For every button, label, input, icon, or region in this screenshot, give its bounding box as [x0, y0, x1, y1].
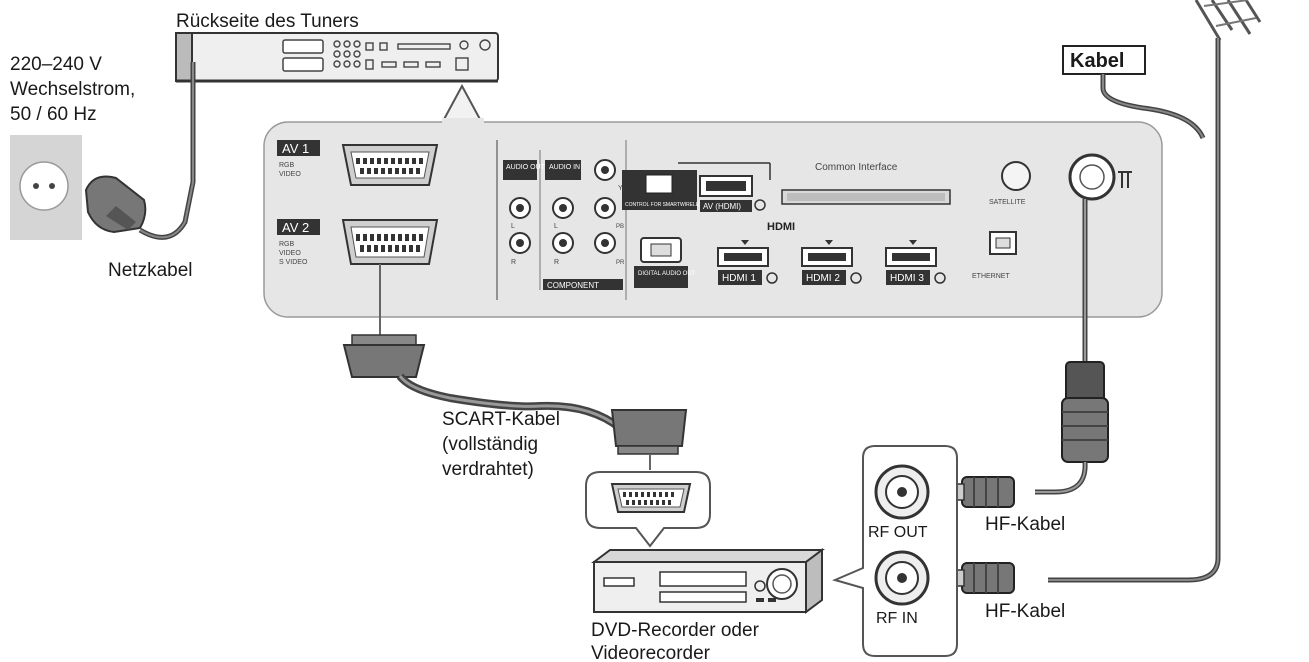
- mains-plug-icon: [84, 175, 147, 234]
- power-frequency: 50 / 60 Hz: [10, 104, 97, 125]
- antenna-icon: [1194, 0, 1262, 41]
- av2-video: VIDEO: [279, 250, 301, 257]
- r-label-2: R: [554, 259, 559, 266]
- r-label-1: R: [511, 259, 516, 266]
- satellite-label: SATELLITE: [989, 199, 1026, 206]
- hf-cable-label-2: HF-Kabel: [985, 601, 1065, 622]
- scart-plug-recorder: [610, 409, 688, 455]
- av1-label: AV 1: [282, 141, 309, 156]
- l-label-2: L: [554, 223, 558, 230]
- pr-label: PR: [616, 260, 625, 266]
- hdmi-logo: HDMI: [767, 221, 795, 233]
- common-interface-label: Common Interface: [815, 162, 898, 173]
- recorder-icon: [591, 548, 825, 614]
- pb-label: PB: [616, 224, 624, 230]
- scart-plug-icon: [342, 334, 426, 378]
- hdmi3-label: HDMI 3: [890, 273, 924, 284]
- scart-cable-label-1: SCART-Kabel: [442, 409, 560, 430]
- rf-in-label: RF IN: [876, 610, 918, 627]
- back-panel: AV 1 RGB VIDEO AV 2 RGB VIDEO S VIDEO: [263, 118, 1163, 318]
- rf-plug-icon: [1061, 361, 1109, 463]
- mains-cable-label: Netzkabel: [108, 260, 193, 281]
- av2-scart-port: [341, 219, 439, 265]
- hdmi2-label: HDMI 2: [806, 273, 840, 284]
- hdmi1-label: HDMI 1: [722, 273, 756, 284]
- control-module-label: CONTROL FOR SMARTWIRELESS TRANSMITTER: [625, 202, 743, 208]
- ethernet-label: ETHERNET: [972, 273, 1010, 280]
- tuner-icon: [175, 32, 499, 83]
- power-outlet-icon: [10, 135, 82, 240]
- audio-in-label: AUDIO IN: [549, 164, 580, 171]
- recorder-label-2: Videorecorder: [591, 643, 711, 662]
- rf-out-label: RF OUT: [868, 524, 928, 541]
- hf-cable-label-1: HF-Kabel: [985, 514, 1065, 535]
- recorder-label-1: DVD-Recorder oder: [591, 620, 760, 641]
- av1-scart-port: [341, 144, 439, 186]
- av2-label: AV 2: [282, 220, 309, 235]
- rf-in-jack: [874, 550, 930, 606]
- tuner-back-label: Rückseite des Tuners: [176, 11, 359, 32]
- scart-cable-label-3: verdrahtet): [442, 459, 534, 480]
- power-voltage: 220–240 V: [10, 54, 102, 75]
- cable-tag: Kabel: [1070, 50, 1124, 72]
- l-label-1: L: [511, 223, 515, 230]
- av2-rgb: RGB: [279, 241, 295, 248]
- power-type: Wechselstrom,: [10, 79, 135, 100]
- av-hdmi-label: AV (HDMI): [703, 202, 741, 211]
- av2-svideo: S VIDEO: [279, 259, 308, 266]
- av1-rgb: RGB: [279, 162, 295, 169]
- digital-audio-out-label: DIGITAL AUDIO OUT: [638, 271, 696, 277]
- av1-video: VIDEO: [279, 171, 301, 178]
- scart-cable-label-2: (vollständig: [442, 434, 538, 455]
- audio-out-label: AUDIO OUT: [506, 164, 546, 171]
- hdmi-ports: [717, 240, 937, 267]
- rf-out-jack: [874, 464, 930, 520]
- component-label: COMPONENT: [547, 281, 599, 290]
- y-label: Y: [618, 185, 623, 192]
